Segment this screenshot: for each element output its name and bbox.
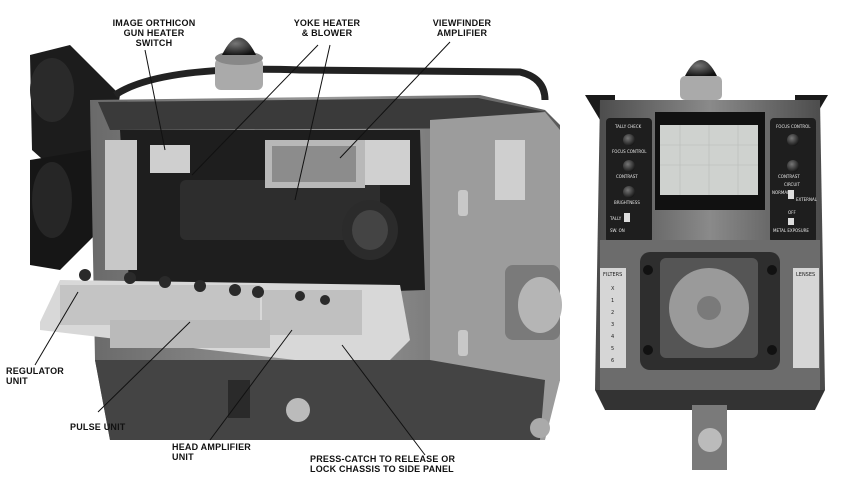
side-latch-lower <box>458 330 468 356</box>
callout-regulator-unit: REGULATOR UNIT <box>6 366 64 386</box>
exposure-switch <box>788 218 794 225</box>
leader-lines <box>34 41 451 456</box>
circuit-board-face <box>272 146 356 182</box>
label-contrast-right: CONTRAST <box>778 174 800 179</box>
yoke-assembly <box>180 180 380 240</box>
leader-regulator <box>34 291 79 366</box>
camera-rear-view: TALLY CHECK FOCUS CONTROL CONTRAST BRIGH… <box>585 60 828 470</box>
label-contrast-left: CONTRAST <box>616 174 638 179</box>
label-tally: TALLY <box>609 216 622 221</box>
base-knob-right <box>530 418 550 438</box>
side-window <box>495 140 525 200</box>
rear-lamp-bolts <box>643 265 777 355</box>
base-knob <box>286 398 310 422</box>
leader-viewfinder <box>339 41 451 159</box>
label-external: EXTERNAL <box>796 197 818 202</box>
top-knob-base <box>215 58 263 90</box>
label-circuit: CIRCUIT <box>784 182 800 187</box>
side-lamp <box>518 277 562 333</box>
label-sw-on: SW. ON <box>610 228 625 233</box>
base-badge <box>228 380 250 418</box>
filter-value-3: 3 <box>611 322 614 328</box>
rear-lamp-center <box>697 296 721 320</box>
filter-values: X 1 2 3 4 5 6 <box>611 286 615 364</box>
lenses-strip <box>793 268 819 368</box>
rear-top-knob-base <box>680 76 722 100</box>
label-focus-left: FOCUS CONTROL <box>612 149 647 154</box>
leader-head-amp <box>209 329 293 441</box>
label-normal: NORMAL <box>772 190 790 195</box>
callout-head-amplifier-unit: HEAD AMPLIFIER UNIT <box>172 442 251 462</box>
rear-foot-knob <box>698 428 722 452</box>
right-control-strip <box>770 118 816 243</box>
callout-press-catch: PRESS-CATCH TO RELEASE OR LOCK CHASSIS T… <box>310 454 456 474</box>
lenses-label: LENSES <box>796 272 815 278</box>
pulse-unit-box <box>110 320 270 348</box>
side-latch <box>458 190 468 216</box>
leader-yoke-2 <box>294 44 331 201</box>
callout-viewfinder-amplifier: VIEWFINDER AMPLIFIER <box>432 18 492 38</box>
filter-value-2: 2 <box>611 310 614 316</box>
leader-gun-heater <box>144 49 166 151</box>
filter-value-4: 4 <box>611 334 614 340</box>
carry-handle <box>113 65 549 101</box>
head-amp-box <box>262 290 362 335</box>
lens-front-upper <box>30 58 74 122</box>
left-control-strip <box>606 118 652 243</box>
top-knob-dome <box>222 37 256 55</box>
right-strip-knobs <box>787 134 799 172</box>
filters-strip <box>600 268 626 368</box>
label-brightness: BRIGHTNESS <box>614 200 640 205</box>
regulator-unit-box <box>60 285 260 325</box>
label-focus-right: FOCUS CONTROL <box>776 124 811 129</box>
filter-value-6: 6 <box>611 358 614 364</box>
filter-value-5: 5 <box>611 346 614 352</box>
label-metal-exposure: METAL EXPOSURE <box>773 228 809 233</box>
rear-top-knob-dome <box>685 60 717 76</box>
label-off: OFF <box>788 210 796 215</box>
callout-pulse-unit: PULSE UNIT <box>70 422 126 432</box>
callout-gun-heater-switch: IMAGE ORTHICON GUN HEATER SWITCH <box>112 18 196 48</box>
label-tally-check: TALLY CHECK <box>614 124 642 129</box>
rear-base <box>595 390 825 410</box>
tally-switch <box>624 213 630 222</box>
heater-switch-block <box>150 145 190 173</box>
lens-front-lower <box>32 162 72 238</box>
circuit-switch <box>788 190 794 199</box>
side-plate <box>365 140 410 185</box>
camera-base <box>95 360 545 440</box>
viewfinder-grid <box>660 125 758 195</box>
leader-press-catch <box>341 344 426 456</box>
left-strip-knobs <box>623 134 635 198</box>
tray-tubes <box>79 269 330 305</box>
camera-side-view <box>30 37 562 440</box>
leader-yoke-1 <box>191 44 319 176</box>
left-panel-upright <box>105 140 137 270</box>
filter-value-1: 1 <box>611 298 614 304</box>
callout-yoke-heater: YOKE HEATER & BLOWER <box>293 18 361 38</box>
filter-value-x: X <box>611 286 615 292</box>
filters-label: FILTERS <box>603 272 622 278</box>
leader-pulse <box>97 321 191 413</box>
tube-end-rim <box>352 210 388 250</box>
